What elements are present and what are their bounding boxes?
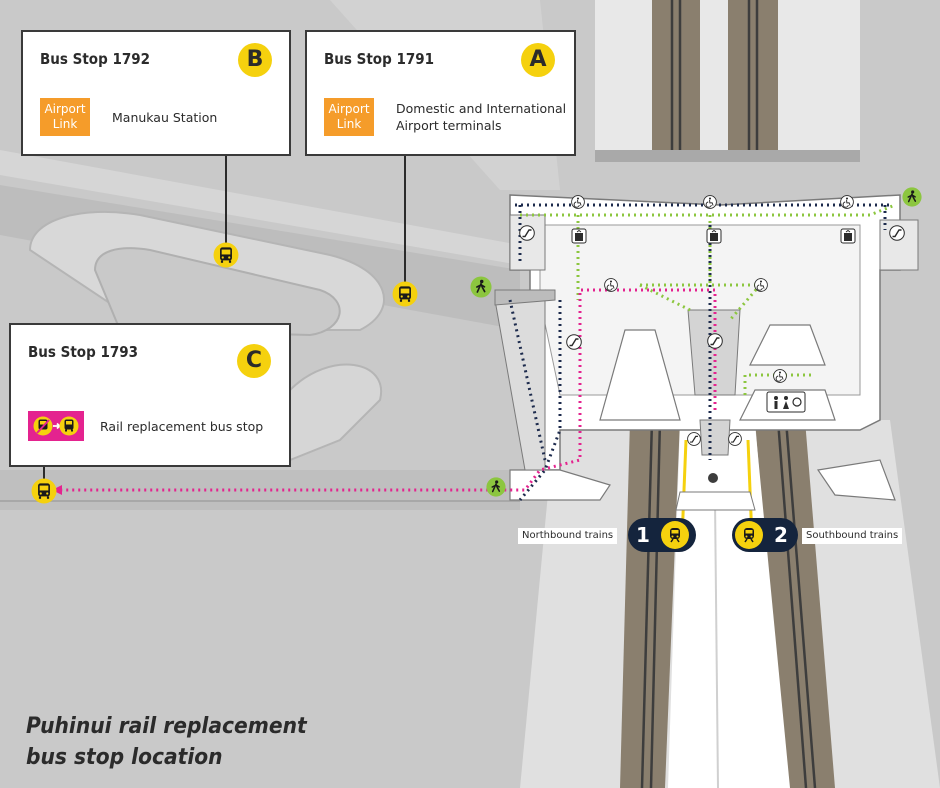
platform-number: 1 [636,523,650,547]
train-icon [661,521,689,549]
escalator-icon [728,432,742,446]
accessible-icon [604,278,618,292]
platform-number: 2 [774,523,788,547]
escalator-icon [889,225,905,241]
destination-text: Domestic and International Airport termi… [396,100,566,134]
destination-text: Rail replacement bus stop [100,419,264,434]
platform-1-badge[interactable]: 1 [628,518,696,552]
rail-replacement-route [52,288,717,495]
stop-letter-badge: C [237,344,271,378]
train-icon [735,521,763,549]
bus-stop-name: Bus Stop 1793 [28,343,139,361]
lift-icon [571,228,587,244]
bus-stop-icon[interactable] [392,281,418,307]
lift-icon [706,228,722,244]
destination-line1: Domestic and International [396,101,567,116]
walking-icon [486,477,506,497]
escalator-icon [707,333,723,349]
walking-routes [508,203,896,501]
map-title-line2: bus stop location [26,745,223,770]
southbound-label: Southbound trains [802,528,903,544]
airport-link-label-line1: Airport [44,102,86,116]
map-title-line1: Puhinui rail replacement [26,714,307,739]
lift-icon [840,228,856,244]
rail-to-bus-icon [28,411,84,441]
bus-stop-icon[interactable] [213,242,239,268]
bus-stop-callout-a: Bus Stop 1791 A Airport Link Domestic an… [305,30,576,156]
bus-stop-icon[interactable] [31,478,57,504]
bus-stop-callout-c: Bus Stop 1793 C Rail replacement bus sto… [9,323,291,467]
station-building [494,194,919,511]
platform-2-badge[interactable]: 2 [732,518,798,552]
escalator-icon [519,225,535,241]
facility-icons [519,195,905,446]
airport-link-label-line2: Link [336,117,362,131]
accessible-icon [571,195,585,209]
bus-stop-name: Bus Stop 1792 [40,50,151,68]
bus-stop-name: Bus Stop 1791 [324,50,435,68]
stop-letter-badge: A [521,43,555,77]
accessible-icon [773,369,787,383]
walking-icon [470,276,492,298]
bus-stop-callout-b: Bus Stop 1792 B Airport Link Manukau Sta… [21,30,291,156]
walking-icon [902,187,922,207]
rail-to-bus-glyph [33,416,79,436]
accessible-icon [703,195,717,209]
airport-link-label-line1: Airport [328,102,370,116]
escalator-icon [566,334,582,350]
destination-line1: Manukau Station [112,110,218,125]
escalator-icon [687,432,701,446]
rail-corridor [520,0,940,788]
airport-link-tag: Airport Link [40,98,90,136]
northbound-label: Northbound trains [518,528,618,544]
stop-letter-badge: B [238,43,272,77]
destination-line2: Airport terminals [396,118,502,133]
airport-link-label-line2: Link [52,117,78,131]
leader-lines [43,155,406,480]
accessible-icon [840,195,854,209]
toilets-icon [766,391,806,413]
airport-link-tag: Airport Link [324,98,374,136]
destination-text: Manukau Station [112,109,217,126]
map-title: Puhinui rail replacement bus stop locati… [26,711,307,773]
accessible-icon [754,278,768,292]
